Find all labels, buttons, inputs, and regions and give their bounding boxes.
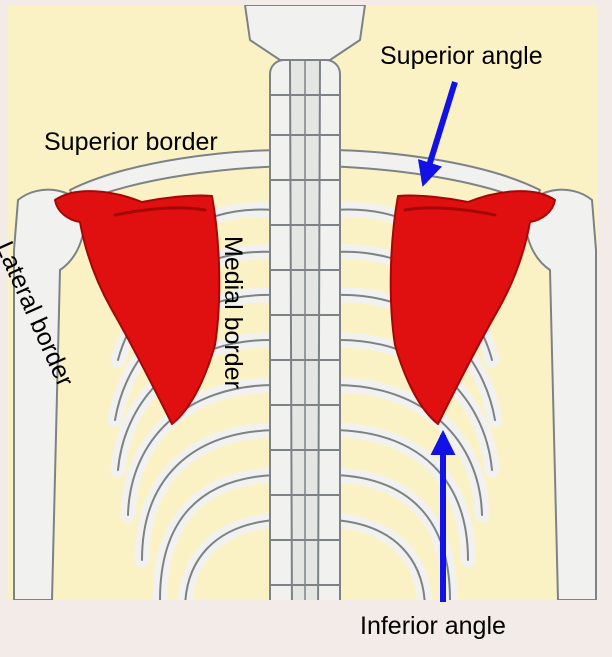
medial-border-label: Medial border [219, 236, 247, 389]
inferior-angle-label: Inferior angle [360, 612, 506, 640]
spine [244, 5, 366, 600]
superior-angle-arrow [417, 81, 458, 187]
right-scapula [389, 190, 556, 425]
skeleton [13, 5, 597, 600]
left-scapula [54, 190, 221, 425]
superior-angle-label: Superior angle [380, 42, 543, 70]
superior-border-label: Superior border [44, 128, 218, 156]
